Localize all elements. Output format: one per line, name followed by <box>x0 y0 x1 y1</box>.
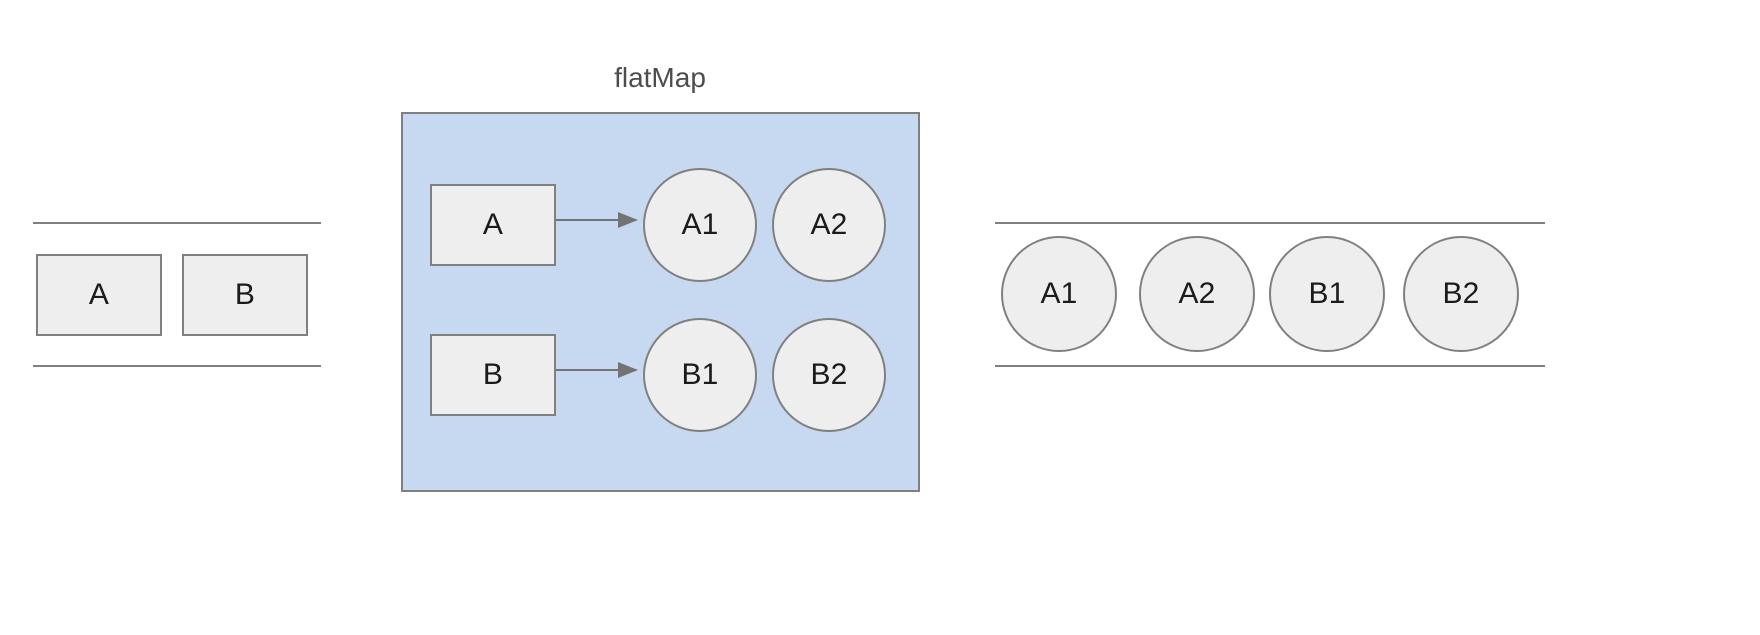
output-stream-top-line <box>995 222 1545 224</box>
flatmap-result-a1[interactable]: A1 <box>643 168 757 282</box>
output-item-a2[interactable]: A2 <box>1139 236 1255 352</box>
input-item-b[interactable]: B <box>182 254 308 336</box>
output-stream-bottom-line <box>995 365 1545 367</box>
flatmap-result-b2[interactable]: B2 <box>772 318 886 432</box>
flatmap-result-a1-label: A1 <box>681 208 719 241</box>
input-stream-bottom-line <box>33 365 321 367</box>
flatmap-source-a-label: A <box>482 208 504 241</box>
arrow-a-to-a1-icon <box>556 212 638 228</box>
output-item-b2-label: B2 <box>1442 277 1480 310</box>
flatmap-result-b1-label: B1 <box>681 358 719 391</box>
input-item-b-label: B <box>234 278 256 311</box>
output-item-a2-label: A2 <box>1178 277 1216 310</box>
flatmap-result-b1[interactable]: B1 <box>643 318 757 432</box>
output-item-b1-label: B1 <box>1308 277 1346 310</box>
output-item-b2[interactable]: B2 <box>1403 236 1519 352</box>
output-item-a1-label: A1 <box>1040 277 1078 310</box>
flatmap-result-a2[interactable]: A2 <box>772 168 886 282</box>
flatmap-result-b2-label: B2 <box>810 358 848 391</box>
arrow-b-to-b1-icon <box>556 362 638 378</box>
input-item-a[interactable]: A <box>36 254 162 336</box>
flatmap-result-a2-label: A2 <box>810 208 848 241</box>
flatmap-title: flatMap <box>614 62 706 93</box>
input-stream: A B <box>0 0 400 635</box>
flatmap-source-b[interactable]: B <box>430 334 556 416</box>
input-item-a-label: A <box>88 278 110 311</box>
output-item-a1[interactable]: A1 <box>1001 236 1117 352</box>
output-item-b1[interactable]: B1 <box>1269 236 1385 352</box>
input-stream-top-line <box>33 222 321 224</box>
flatmap-source-b-label: B <box>482 358 504 391</box>
flatmap-source-a[interactable]: A <box>430 184 556 266</box>
